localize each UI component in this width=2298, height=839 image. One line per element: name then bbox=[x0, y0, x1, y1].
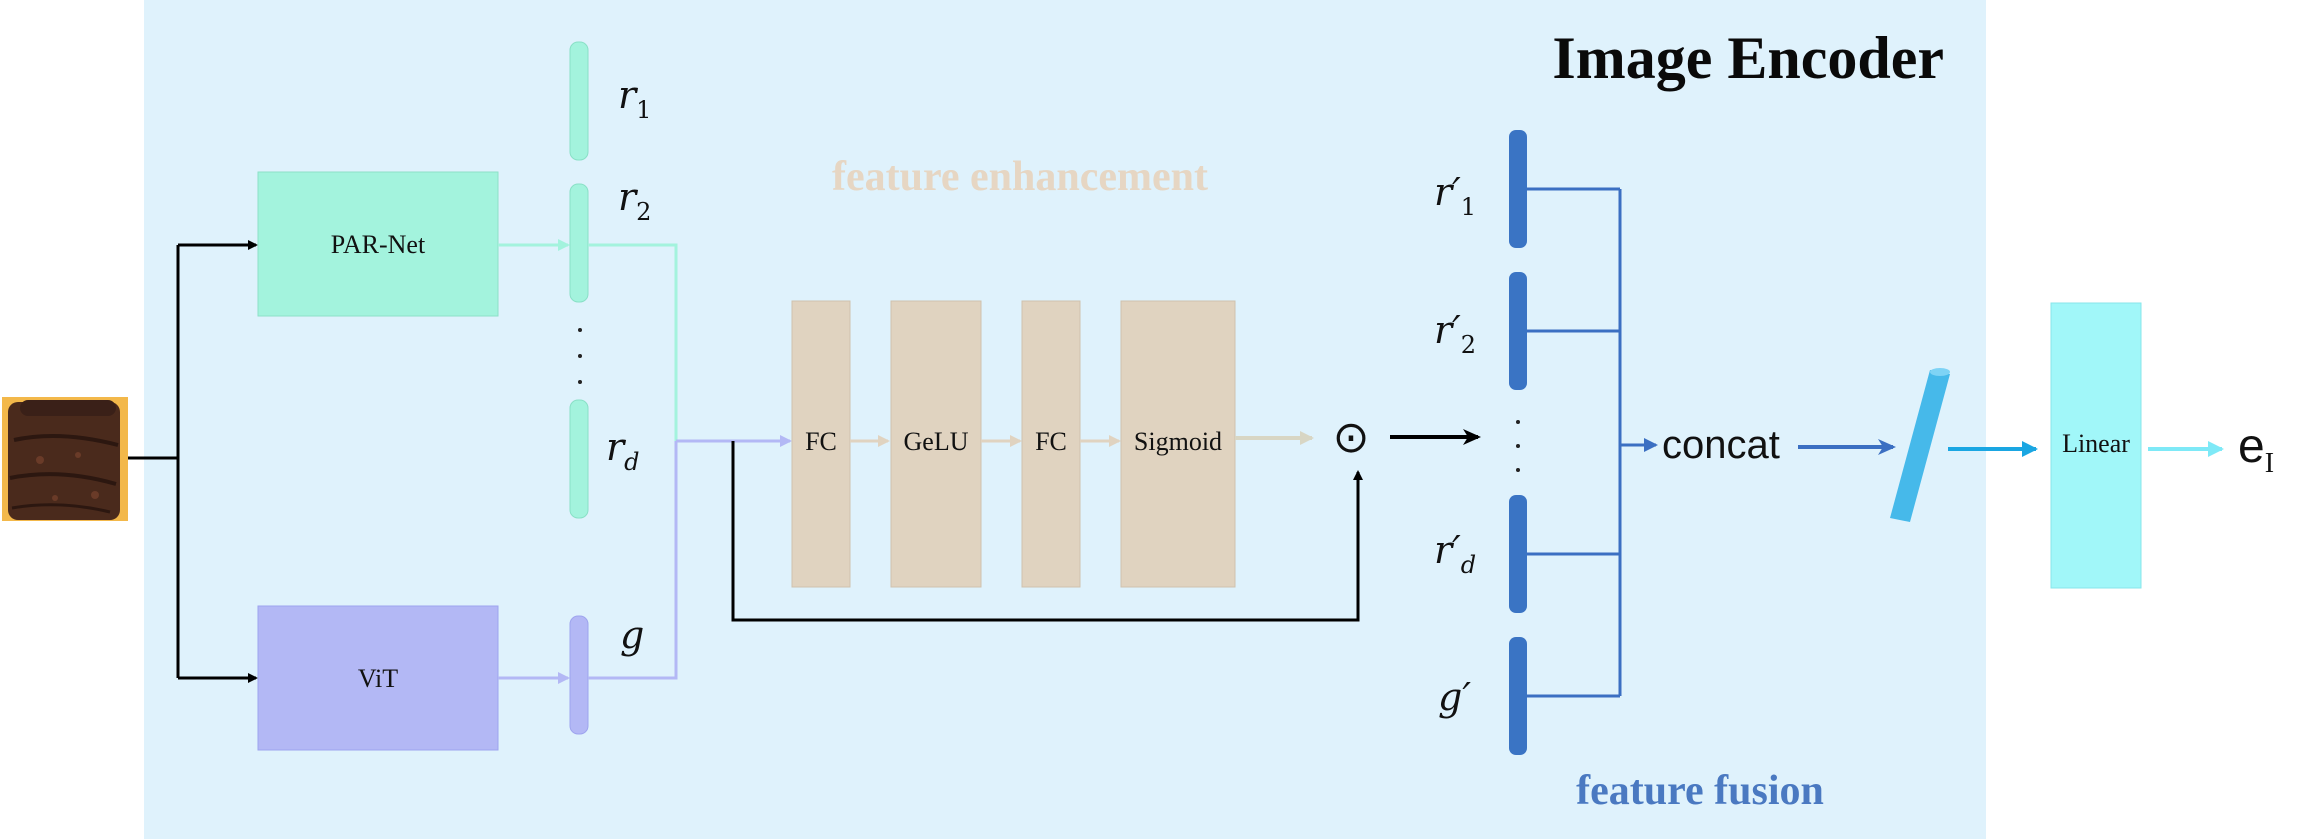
gelu-block bbox=[890, 300, 982, 588]
rd-bar bbox=[569, 399, 589, 519]
fc1-block bbox=[791, 300, 851, 588]
r2p-bar bbox=[1509, 272, 1527, 390]
rdp-label: r′d bbox=[1434, 528, 1476, 579]
input-image bbox=[2, 397, 128, 521]
fc1-label: FC bbox=[805, 427, 837, 456]
feature-enhancement-label: feature enhancement bbox=[832, 154, 1208, 200]
vit-label: ViT bbox=[358, 664, 398, 693]
r-ellipsis bbox=[578, 328, 582, 384]
r2p-label: r′2 bbox=[1434, 308, 1476, 359]
sigmoid-block bbox=[1120, 300, 1236, 588]
concat-label: concat bbox=[1662, 423, 1780, 467]
feature-fusion-label: feature fusion bbox=[1576, 768, 1824, 814]
fc2-label: FC bbox=[1035, 427, 1067, 456]
linear-block bbox=[2050, 302, 2142, 589]
encoder-title: Image Encoder bbox=[1552, 25, 1944, 91]
g-bar bbox=[569, 615, 589, 735]
r1p-bar bbox=[1509, 130, 1527, 248]
par-net-block bbox=[257, 171, 499, 317]
g-label: g bbox=[620, 613, 644, 657]
linear-label: Linear bbox=[2062, 429, 2130, 458]
par-net-label: PAR-Net bbox=[331, 230, 426, 259]
r1-bar bbox=[569, 41, 589, 161]
fc2-block bbox=[1021, 300, 1081, 588]
r2-bar bbox=[569, 183, 589, 303]
hadamard-symbol: ⊙ bbox=[1333, 412, 1370, 463]
output-label: eI bbox=[2238, 420, 2274, 479]
skip-connection bbox=[731, 441, 1363, 622]
r1-label: r1 bbox=[618, 73, 651, 124]
concat-vector bbox=[1890, 368, 1950, 522]
rdp-bar bbox=[1509, 495, 1527, 613]
sigmoid-label: Sigmoid bbox=[1134, 427, 1222, 456]
input-connectors bbox=[128, 240, 258, 683]
gelu-label: GeLU bbox=[904, 427, 969, 456]
r1p-label: r′1 bbox=[1434, 170, 1476, 221]
r2-label: r2 bbox=[618, 175, 651, 226]
vit-block bbox=[257, 605, 499, 751]
gp-label: g′ bbox=[1438, 675, 1471, 719]
fused-ellipsis bbox=[1516, 420, 1520, 472]
fusion-connectors bbox=[1527, 187, 1622, 698]
gp-bar bbox=[1509, 637, 1527, 755]
rd-label: rd bbox=[606, 425, 640, 476]
